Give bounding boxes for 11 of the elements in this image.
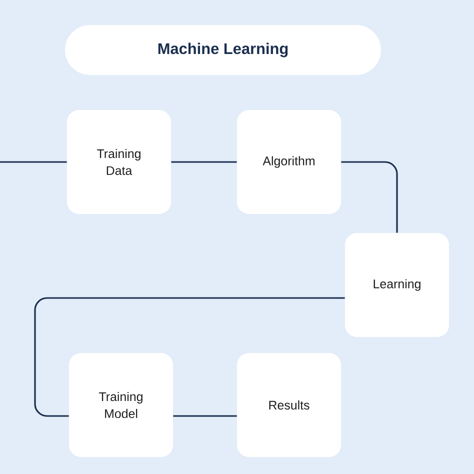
process-box: Algorithm [237, 110, 341, 214]
connector-line [34, 297, 345, 417]
process-box: Learning [345, 233, 449, 337]
connector-line [0, 161, 67, 163]
connector-line [341, 161, 398, 233]
process-box: Training Data [67, 110, 171, 214]
process-box: Results [237, 353, 341, 457]
connector-line [173, 415, 237, 417]
title-pill: Machine Learning [65, 25, 381, 75]
connector-line [171, 161, 237, 163]
process-box: Training Model [69, 353, 173, 457]
